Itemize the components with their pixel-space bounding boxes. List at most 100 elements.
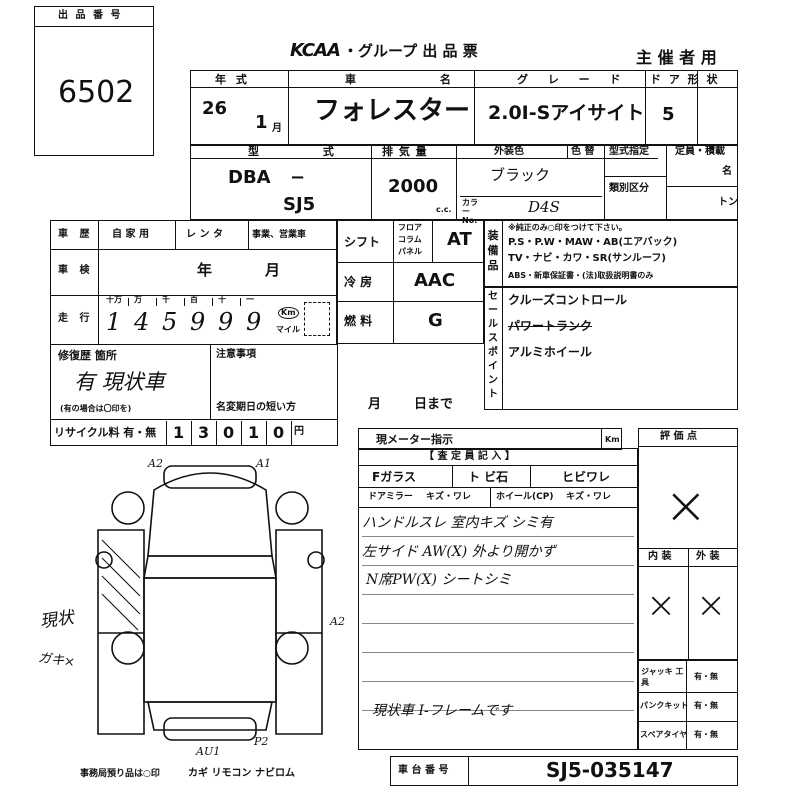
mirror-right [307,551,325,569]
chassis-frame [390,756,738,786]
wheel-front-left [111,491,145,525]
jack-label: ジャッキ 工 具 [641,667,684,687]
mileage-place-label: 千 [162,295,170,304]
lot-divider [34,26,154,27]
reg-day-unit: 日まで [414,397,454,412]
displacement-value: 2000 [388,176,439,197]
comment-rule [362,594,634,595]
color-no-value: D4S [528,198,560,216]
wheel-value: キズ・ワレ [566,492,612,502]
fuel-label: 燃 料 [344,314,373,328]
reg-deadline-label: 名変期日の短い方 [216,402,296,413]
lot-box [34,6,154,156]
mileage-digit: 1 [106,308,122,336]
color-change-label: 色 替 [571,146,595,157]
recycle-digit: 3 [198,423,210,442]
rear-bumper [163,717,257,741]
comment-rule [362,565,634,566]
equipment-line3: ABS・新車保証書・(法)取扱説明書のみ [508,271,654,280]
exterior-score: × [696,585,727,626]
wheel-front-right [275,491,309,525]
shift-floor: フロア [398,223,422,232]
mileage-label: 走 行 [58,313,94,324]
selling-item-1: クルーズコントロール [508,293,628,307]
meter-frame [358,428,622,450]
recycle-digit: 0 [223,423,235,442]
rear-window [147,701,273,731]
score-label: 評 価 点 [660,431,697,442]
year-label: 年 式 [215,73,250,86]
exterior-label: 外 装 [696,551,720,562]
inspection-month-unit: 月 [265,261,281,279]
appraisal-frame [358,448,638,750]
recycle-unit: 円 [294,426,304,437]
spare-tire-choice: 有・無 [694,730,718,739]
inspection-year-unit: 年 [197,261,213,279]
mark-a2-right: A2 [330,615,345,628]
fuel-value: G [428,310,443,331]
selling-frame [484,286,738,410]
office-items: カギ リモコン ナビロム [188,768,295,779]
comment-rule [362,623,634,624]
comment-line-4: 現状車 I-フレームです [372,703,513,719]
shift-column: コラム [398,235,422,244]
km-unit: Km [278,307,299,319]
organizer-label: 主 催 者 用 [636,48,717,67]
interior-score: × [646,585,677,626]
brand-logo: KCAA [290,40,341,61]
equipment-note: ※純正のみ○印をつけて下さい。 [508,223,627,232]
windshield [143,555,277,579]
mile-unit: マイル [276,325,300,334]
equipment-line2: TV・ナビ・カワ・SR(サンルーフ) [508,253,667,264]
ac-label: 冷 房 [344,275,373,289]
equipment-label: 装備品 [487,229,499,272]
history-business: 事業、営業車 [252,230,307,240]
comment-line-2: 左サイド AW(X) 外より開かず [362,544,556,560]
chassis-label: 車 台 番 号 [398,765,449,776]
mile-box [304,302,330,336]
month-value: 1 [255,112,268,133]
mileage-digit: 4 [134,308,150,336]
ac-value: AAC [414,270,456,291]
puncture-kit-label: パンクキット [640,701,689,710]
color-value: ブラック [490,166,551,184]
capacity-ton-unit: トン [718,197,738,208]
model-prefix-value: DBA [228,167,271,188]
model-dash: − [290,167,306,188]
model-label: 型 式 [248,145,364,158]
left-side [97,529,145,735]
comment-rule [362,652,634,653]
mileage-place-label: 十 [218,295,226,304]
name-label: 車 名 [345,73,491,86]
mirror-value: キズ・ワレ [426,492,472,502]
puncture-kit-choice: 有・無 [694,701,718,710]
selling-item-2: パワートランク [508,319,593,333]
recycle-digit: 0 [273,423,285,442]
interior-label: 内 装 [648,551,672,562]
history-label: 車 歴 [58,229,94,240]
shift-value: AT [447,229,472,250]
recycle-digit: 1 [173,423,185,442]
mileage-place-label: 百 [190,295,198,304]
reg-month-unit: 月 [368,397,382,412]
row2-frame [190,144,738,220]
grade-label: グ レ ー ド [517,73,629,86]
month-unit: 月 [272,123,282,134]
notes-label: 注意事項 [216,349,256,360]
comment-rule [362,536,634,537]
category-label: 類別区分 [609,183,649,194]
comment-line-3: N席PW(X) シートシミ [366,572,512,588]
cc-unit: c.c. [436,205,452,214]
mileage-digit: 9 [246,308,262,336]
car-name-value: フォレスター [314,96,471,126]
form-title: ・グループ 出 品 票 [343,42,478,60]
mark-au1-rear: AU1 [196,745,221,758]
front-bumper [163,465,257,489]
history-rental: レ ン タ [186,229,223,240]
comment-rule [362,710,634,711]
wheel-rear-right [275,631,309,665]
meter-label: 現メーター指示 [376,433,453,446]
color-label: 外装色 [494,146,524,157]
model-code-value: SJ5 [283,194,316,215]
mark-a1-front: A1 [256,457,271,470]
